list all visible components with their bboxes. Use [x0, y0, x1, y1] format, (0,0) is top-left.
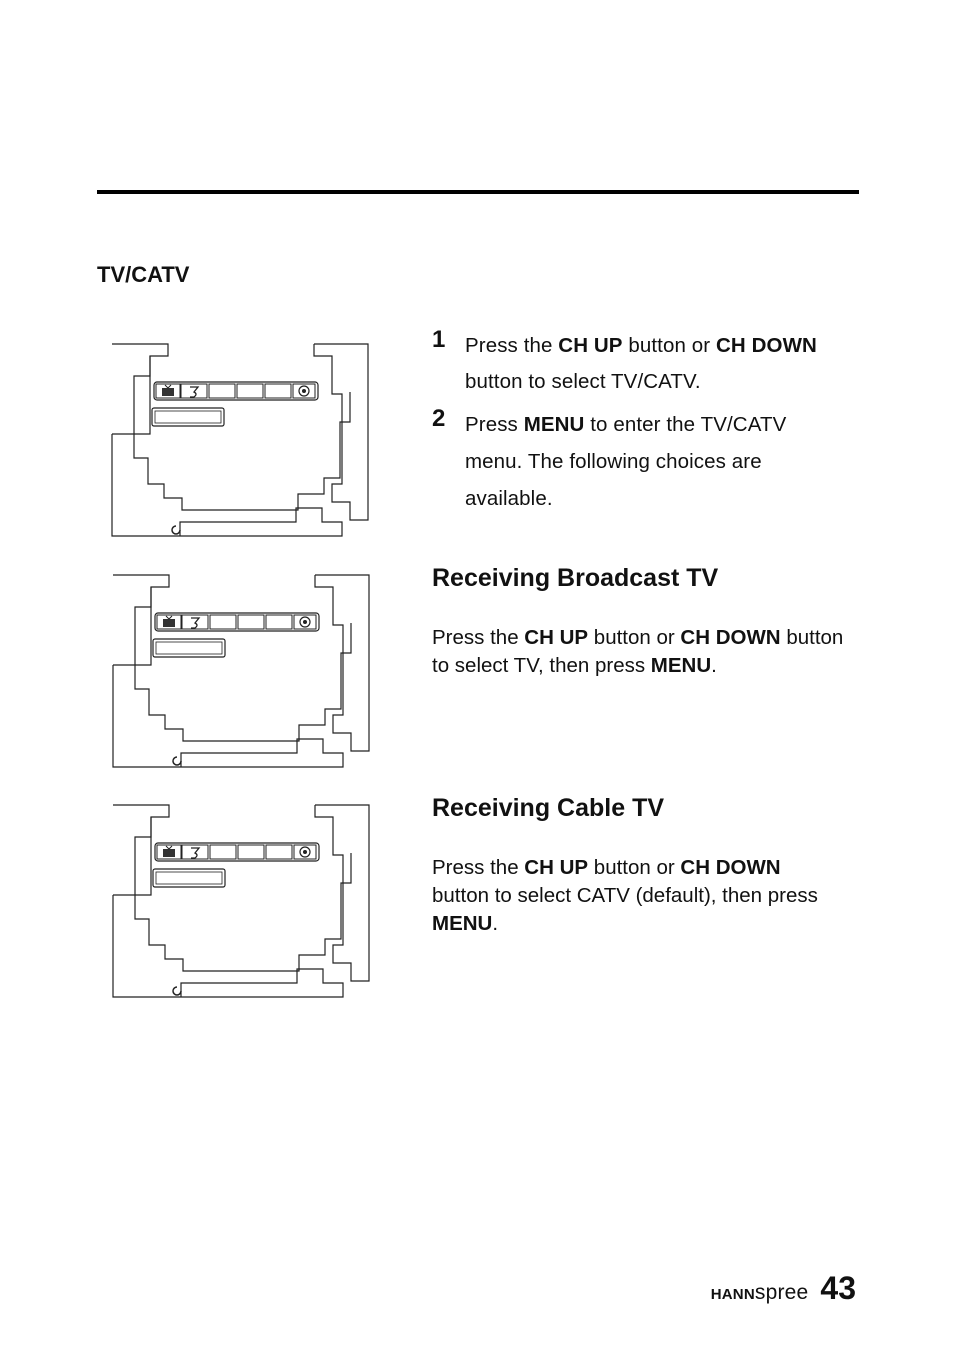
audio-icon — [191, 617, 201, 629]
osd-screen-3 — [111, 803, 373, 1001]
tv-icon — [163, 615, 175, 627]
top-rule — [97, 190, 859, 194]
tv-icon — [162, 384, 174, 396]
setup-icon — [298, 385, 310, 397]
osd-screen-1 — [110, 342, 372, 540]
step-number: 1 — [432, 326, 446, 353]
setup-icon — [299, 846, 311, 858]
page-number: 43 — [820, 1270, 856, 1306]
audio-icon — [191, 847, 201, 859]
page-footer: HANNspree 43 — [711, 1270, 856, 1307]
tv-icon — [163, 845, 175, 857]
step-text: Press the CH UP button or CH DOWN button… — [465, 334, 817, 393]
cable-text: Press the CH UP button or CH DOWN button… — [432, 856, 818, 935]
broadcast-heading: Receiving Broadcast TV — [432, 564, 719, 592]
brand-logo: HANNspree — [710, 1281, 809, 1304]
step-number: 2 — [432, 405, 446, 432]
step-text: Press MENU to enter the TV/CATV menu. Th… — [465, 413, 787, 510]
setup-icon — [299, 616, 311, 628]
section-title: TV/CATV — [97, 262, 190, 287]
audio-icon — [190, 386, 200, 398]
osd-screen-2 — [111, 573, 373, 771]
broadcast-text: Press the CH UP button or CH DOWN button… — [432, 626, 844, 677]
cable-heading: Receiving Cable TV — [432, 794, 665, 822]
